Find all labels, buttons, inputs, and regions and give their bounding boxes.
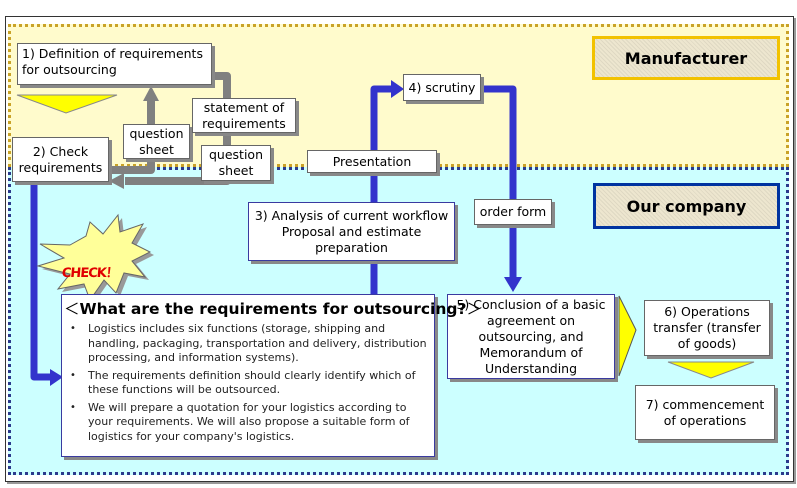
blue-line-presentation (370, 85, 392, 300)
requirements-info-box: ＜What are the requirements for outsourci… (61, 294, 482, 457)
step-2-box: 2) Check requirements (12, 137, 109, 182)
blue-line-orderform (481, 85, 517, 278)
step-5-box: 5) Conclusion of a basic agreement on ou… (447, 294, 615, 379)
step-7-box: 7) commencement of operations (635, 385, 775, 440)
bullet-item: Logistics includes six functions (storag… (68, 322, 428, 366)
doc-presentation-text: Presentation (332, 153, 412, 169)
step-2-text: 2) Check requirements (18, 143, 103, 175)
bullet-item: The requirements definition should clear… (68, 369, 428, 398)
doc-presentation: Presentation (307, 150, 437, 173)
step-3-text-line2: Proposal and estimate preparation (281, 223, 422, 255)
gray-arrow-question-up (105, 100, 155, 174)
step-5-text: 5) Conclusion of a basic agreement on ou… (456, 296, 606, 376)
doc-order-form: order form (474, 199, 552, 225)
title-text: What are the requirements for outsourcin… (79, 300, 467, 318)
doc-question-sheet-back: question sheet (201, 145, 271, 181)
step-1-text: 1) Definition of requirements for outsou… (22, 46, 203, 77)
doc-question-sheet-up: question sheet (123, 124, 190, 159)
step-4-text: 4) scrutiny (408, 79, 476, 95)
requirements-bullet-list: Logistics includes six functions (storag… (68, 322, 428, 444)
step-3-text-line1: 3) Analysis of current workflow (254, 207, 449, 223)
yellow-chevron-down-2 (667, 361, 755, 379)
doc-order-form-text: order form (479, 204, 547, 219)
blue-arrowhead-check (50, 369, 63, 386)
step-7-text: 7) commencement of operations (645, 396, 765, 428)
step-6-box: 6) Operations transfer (transfer of good… (644, 300, 770, 356)
step-4-box: 4) scrutiny (403, 74, 481, 101)
doc-statement-of-requirements: statement of requirements (192, 98, 296, 133)
doc-statement-of-requirements-text: statement of requirements (202, 99, 286, 131)
title-close-bracket: ＞ (466, 300, 482, 318)
yellow-chevron-right (618, 295, 637, 377)
bullet-item: We will prepare a quotation for your log… (68, 401, 428, 445)
check-burst-label: CHECK！ (61, 266, 119, 281)
gray-arrowhead-left (109, 173, 124, 189)
step-6-text: 6) Operations transfer (transfer of good… (653, 304, 761, 351)
blue-line-left (30, 180, 50, 381)
blue-arrowhead-scrutiny (391, 80, 404, 98)
our-company-label: Our company (593, 183, 780, 229)
requirements-info-title: ＜What are the requirements for outsourci… (64, 297, 482, 319)
blue-arrowhead-agreement (504, 277, 522, 292)
gray-arrowhead-up (143, 86, 159, 101)
doc-question-sheet-up-text: question sheet (129, 125, 184, 157)
check-burst (36, 213, 152, 302)
doc-question-sheet-back-text: question sheet (208, 147, 263, 178)
step-1-box: 1) Definition of requirements for outsou… (17, 43, 212, 85)
yellow-chevron-down-1 (16, 94, 118, 114)
step-3-box: 3) Analysis of current workflow Proposal… (248, 202, 455, 261)
manufacturer-label: Manufacturer (592, 36, 780, 80)
title-open-bracket: ＜ (64, 300, 80, 318)
